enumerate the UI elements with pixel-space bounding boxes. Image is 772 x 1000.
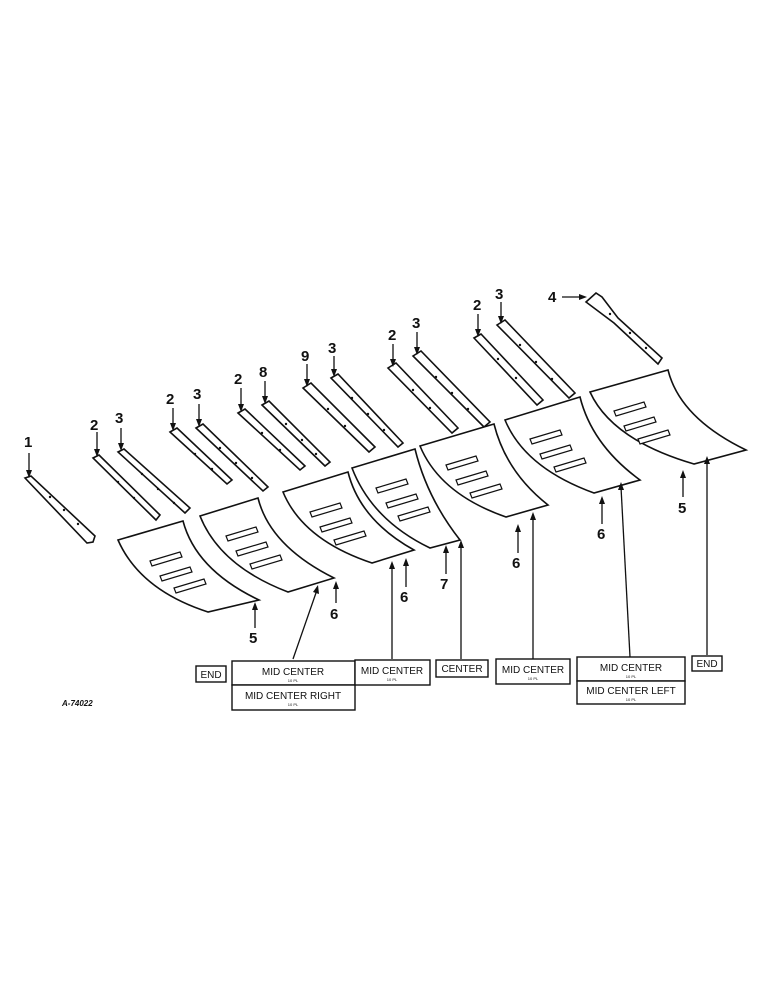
strip-3e <box>495 318 577 400</box>
callout-1: 1 <box>24 434 32 451</box>
label-text: MID CENTER <box>361 666 423 677</box>
callout-9: 9 <box>301 348 309 365</box>
label-sub: 10 PL <box>626 697 637 702</box>
strip-2d <box>386 361 460 435</box>
callout-3: 3 <box>193 386 201 403</box>
label-mid-center-left-group: MID CENTER 10 PL MID CENTER LEFT 10 PL <box>576 656 686 705</box>
strip-2c <box>236 408 307 472</box>
panel-center <box>350 447 462 549</box>
callout-4: 4 <box>548 289 557 306</box>
strip-8 <box>260 400 332 468</box>
callout-3: 3 <box>115 410 123 427</box>
callout-8: 8 <box>259 364 267 381</box>
label-end-right: END <box>691 655 723 672</box>
panel-mid-center-4 <box>503 395 642 494</box>
figure-id: A-74022 <box>61 699 93 708</box>
label-text: END <box>696 659 717 670</box>
label-center: CENTER <box>435 659 489 678</box>
callout-2: 2 <box>388 327 396 344</box>
label-text: CENTER <box>441 664 482 675</box>
panel-mid-center-1 <box>198 496 337 593</box>
callout-7: 7 <box>440 576 448 593</box>
label-mid-center-right-group: MID CENTER 10 PL MID CENTER RIGHT 10 PL <box>231 660 356 711</box>
label-sub: 10 PL <box>626 674 637 679</box>
leader-arrows <box>26 294 710 660</box>
callout-2: 2 <box>473 297 481 314</box>
label-text: MID CENTER LEFT <box>586 686 675 697</box>
strip-3c <box>329 372 405 449</box>
strip-9 <box>301 381 377 454</box>
callout-2: 2 <box>166 391 174 408</box>
label-sub: 10 PL <box>288 678 299 683</box>
callout-5: 5 <box>249 630 257 647</box>
label-text: MID CENTER <box>502 665 564 676</box>
label-sub: 10 PL <box>288 702 299 707</box>
callout-2: 2 <box>90 417 98 434</box>
strip-2e <box>472 332 545 407</box>
strip-3a <box>116 448 192 515</box>
label-mid-center-3: MID CENTER 10 PL <box>495 658 571 685</box>
label-text: MID CENTER RIGHT <box>245 691 341 702</box>
label-mid-center-2: MID CENTER 10 PL <box>354 659 431 686</box>
label-text: MID CENTER <box>262 667 324 678</box>
label-end-left: END <box>195 665 227 683</box>
callout-2: 2 <box>234 371 242 388</box>
label-text: END <box>200 670 221 681</box>
panel-mid-center-2 <box>281 470 417 564</box>
callout-6: 6 <box>330 606 338 623</box>
panel-end-right <box>588 369 749 465</box>
panel-end-left <box>116 520 262 613</box>
panel-mid-center-3 <box>418 422 550 518</box>
strip-2b <box>168 427 234 486</box>
callout-3: 3 <box>412 315 420 332</box>
label-sub: 10 PL <box>528 676 539 681</box>
label-sub: 10 PL <box>387 677 398 682</box>
strip-3d <box>411 349 492 429</box>
callout-3: 3 <box>328 340 336 357</box>
callout-6: 6 <box>512 555 520 572</box>
strip-3b <box>194 423 270 493</box>
label-text: MID CENTER <box>600 663 662 674</box>
callout-3: 3 <box>495 286 503 303</box>
strip-2a <box>91 454 162 522</box>
callout-5: 5 <box>678 500 686 517</box>
callout-6: 6 <box>597 526 605 543</box>
callout-6: 6 <box>400 589 408 606</box>
strip-1 <box>23 475 96 544</box>
strip-4 <box>584 291 664 366</box>
